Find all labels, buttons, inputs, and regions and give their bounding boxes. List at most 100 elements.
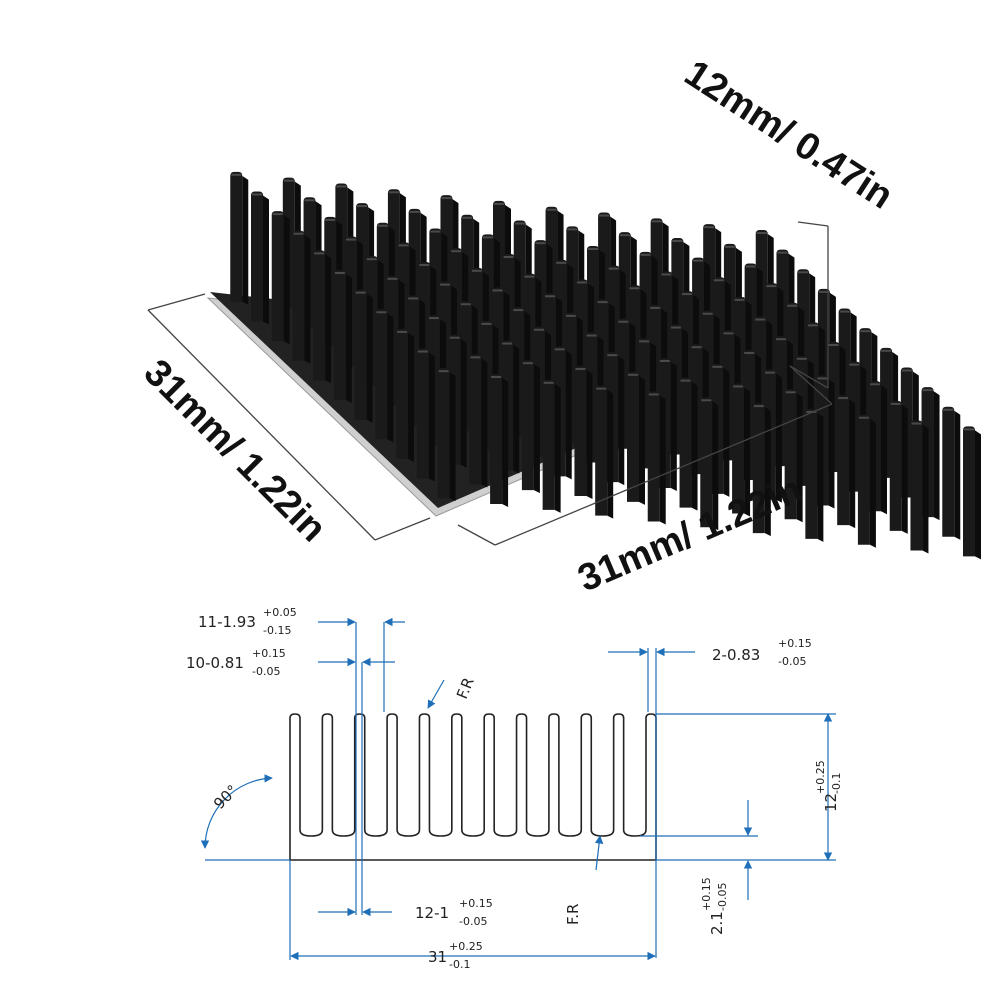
finw-sub: -0.05	[459, 915, 487, 928]
fin	[679, 377, 692, 508]
fin	[963, 426, 975, 557]
fin	[837, 395, 850, 526]
fin-side	[764, 407, 771, 537]
pitch-sub: -0.15	[263, 624, 291, 637]
gap-label: 10-0.81 +0.15 -0.05	[186, 647, 286, 678]
fin	[230, 171, 243, 302]
fin-side	[481, 358, 488, 488]
photo-dimension-lines	[147, 221, 833, 546]
fin-side	[242, 175, 249, 305]
height-sup: +0.25	[814, 760, 827, 794]
angle-label: 90°	[210, 781, 242, 813]
height-base: 12	[822, 793, 840, 812]
fin	[784, 389, 797, 520]
finw-base: 12-1	[415, 904, 449, 922]
base-base: 2.1	[708, 911, 726, 935]
fin	[857, 414, 870, 545]
fin-side	[775, 373, 782, 503]
heatsink-fins	[230, 171, 981, 560]
fin	[354, 289, 367, 420]
pitch-label: 11-1.93 +0.05 -0.15	[198, 606, 297, 637]
total-width-label: 31 +0.25 -0.1	[428, 940, 483, 971]
fin	[732, 383, 745, 514]
fin-side	[659, 395, 666, 525]
fin	[700, 397, 713, 528]
fin	[627, 371, 639, 502]
fin	[942, 406, 955, 537]
fin-side	[533, 364, 540, 494]
fin-side	[565, 350, 572, 480]
total-base: 31	[428, 948, 447, 966]
fin	[469, 354, 482, 485]
base-sub: -0.05	[716, 883, 729, 911]
fin-side	[828, 379, 835, 509]
total-sub: -0.1	[449, 958, 470, 971]
fin-side	[975, 430, 981, 560]
fin-side	[408, 332, 415, 462]
fin	[542, 379, 555, 510]
fin-side	[387, 313, 394, 443]
fin-side	[817, 412, 824, 542]
fin	[647, 391, 660, 522]
fin-side	[954, 410, 961, 540]
fin	[271, 211, 284, 342]
fin-side	[325, 254, 332, 384]
fin-side	[554, 383, 561, 513]
edge-sub: -0.05	[778, 655, 806, 668]
edge-base: 2-0.83	[712, 646, 760, 664]
edge-sup: +0.15	[778, 637, 812, 650]
fin-side	[607, 389, 614, 519]
fin	[910, 420, 923, 551]
base-dim-label: 2.1 +0.15 -0.05	[700, 877, 729, 935]
fin	[333, 270, 346, 400]
gap-sup: +0.15	[252, 647, 286, 660]
fin	[490, 374, 503, 504]
fin-side	[691, 381, 698, 511]
fin-side	[366, 293, 373, 423]
fin	[805, 408, 818, 539]
fin	[595, 385, 608, 516]
fin-side	[449, 372, 456, 502]
fin	[416, 348, 429, 479]
fin-side	[586, 370, 593, 499]
finw-sup: +0.15	[459, 897, 493, 910]
fin-side	[639, 375, 645, 505]
drawing-dimension-lines	[200, 617, 836, 961]
base-sup: +0.15	[700, 877, 713, 911]
gap-base: 10-0.81	[186, 654, 244, 672]
fin	[521, 360, 534, 491]
fin-side	[618, 356, 625, 486]
fin-side	[304, 234, 311, 364]
heatsink-photo	[206, 171, 981, 560]
fin-side	[428, 352, 435, 482]
fin-side	[513, 344, 520, 474]
fin	[375, 309, 388, 440]
fin-side	[502, 378, 509, 507]
total-sup: +0.25	[449, 940, 483, 953]
fin-side	[922, 424, 929, 554]
height-dim-label: 12 +0.25 -0.1	[814, 760, 843, 812]
fillet-bottom-label: F.R	[564, 904, 582, 925]
fin	[292, 230, 305, 361]
profile-drawing	[289, 713, 657, 861]
fin-side	[670, 362, 677, 491]
fin	[251, 191, 263, 322]
fin-side	[723, 367, 730, 497]
fin-side	[283, 215, 290, 345]
fin	[396, 328, 409, 459]
height-sub: -0.1	[830, 773, 843, 794]
fin	[889, 400, 902, 531]
fin-side	[849, 399, 856, 529]
pitch-sup: +0.05	[263, 606, 297, 619]
fin-side	[460, 338, 467, 468]
fin	[574, 366, 587, 496]
fin-side	[796, 393, 803, 523]
fin-side	[933, 391, 940, 521]
height-label: 12mm/ 0.47in	[677, 52, 900, 217]
fin	[437, 368, 450, 499]
gap-sub: -0.05	[252, 665, 280, 678]
fin	[313, 250, 326, 381]
fin-side	[869, 418, 876, 548]
